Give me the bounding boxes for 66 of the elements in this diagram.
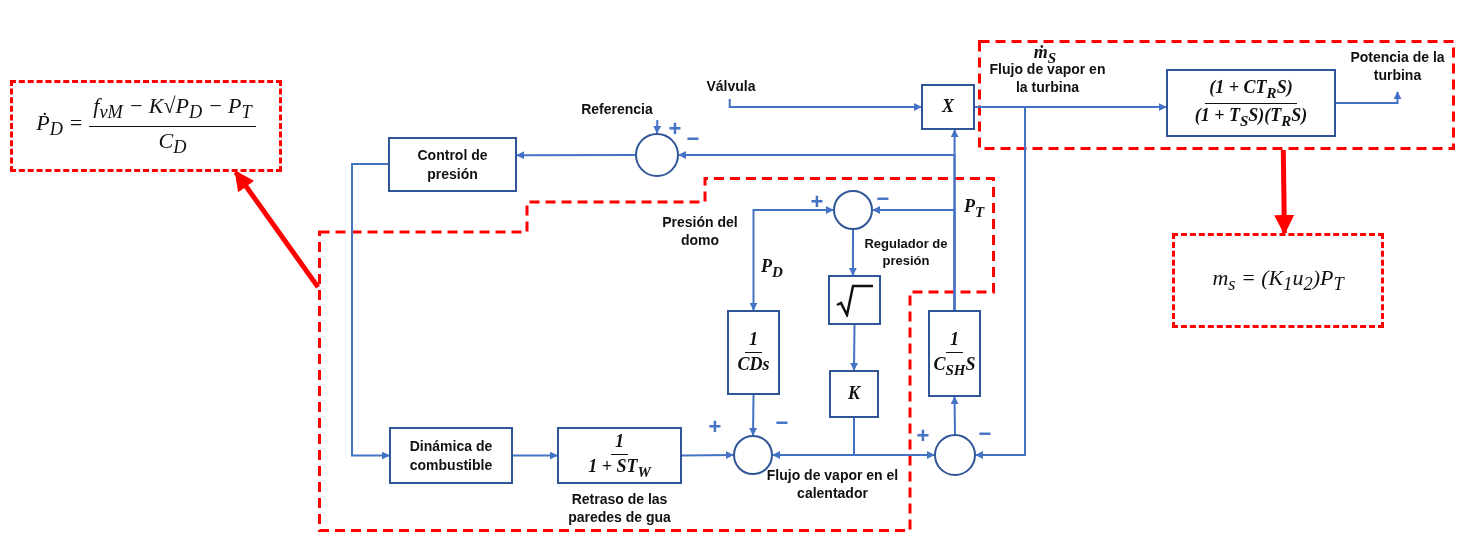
fraction-numerator: 1: [745, 329, 762, 353]
transfer-function-block: [1166, 69, 1336, 137]
block-label: Dinámica de combustible: [408, 437, 494, 474]
equation-box: [1172, 233, 1384, 328]
fraction-denominator: 1 + ST$_{W}$: [587, 454, 653, 481]
sign-label: +: [667, 118, 683, 140]
equation-numerator: f$_{vM}$ − K√P$_{D}$ − P$_{T}$: [89, 93, 256, 127]
sign-label: +: [915, 425, 931, 447]
block-label: K: [847, 383, 862, 405]
sign-label: +: [707, 416, 723, 438]
block-label: X: [940, 96, 956, 118]
arrow: [351, 162, 390, 460]
output-label: Potencia de la turbina: [1345, 48, 1450, 92]
arrow: [950, 396, 959, 435]
block-box: [921, 84, 975, 130]
block-box: [389, 427, 513, 484]
fraction-numerator: (1 + CT$_{R}$S): [1205, 76, 1297, 104]
fraction-denominator: CDs: [736, 353, 771, 376]
transfer-function-block: [557, 427, 682, 484]
arrow: [1335, 91, 1402, 104]
equation-lhs: Ṗ$_{D}$ =: [36, 110, 84, 142]
signal-label: Presión del domo: [661, 213, 739, 250]
sign-label: −: [977, 423, 993, 445]
variable-label: P$_{T}$: [962, 196, 986, 221]
transfer-function-block: [727, 310, 780, 395]
summing-junction: [934, 434, 976, 476]
sign-label: +: [809, 191, 825, 213]
fraction-denominator: (1 + T$_{S}$S)(T$_{R}$S): [1193, 103, 1309, 130]
arrow: [728, 98, 922, 111]
variable-label: P$_{D}$: [760, 256, 784, 281]
input-label: Referencia: [575, 100, 659, 120]
arrow: [653, 119, 662, 134]
arrow: [749, 206, 834, 311]
summing-junction: [635, 133, 679, 177]
signal-label: Flujo de vapor en el calentador: [765, 466, 900, 503]
sign-label: −: [774, 412, 790, 434]
arrow: [872, 206, 956, 311]
block-box: [828, 275, 881, 325]
arrow: [853, 417, 935, 459]
sign-label: −: [685, 128, 701, 150]
arrow: [681, 451, 734, 460]
arrow: [233, 170, 321, 289]
arrow: [749, 394, 758, 436]
fraction-numerator: 1: [611, 430, 628, 455]
signal-label: Regulador de presión: [863, 236, 949, 270]
arrow: [516, 151, 636, 160]
equation-denominator: C$_{D}$: [157, 126, 188, 159]
block-label: Control de presión: [416, 146, 489, 183]
arrow: [512, 451, 558, 460]
transfer-function-block: [928, 310, 981, 397]
equation-box: [10, 80, 282, 172]
dashed-region-outline: [978, 40, 1455, 150]
fraction-numerator: 1: [946, 328, 963, 353]
arrow: [848, 229, 857, 276]
block-box: [829, 370, 879, 418]
arrow: [950, 129, 959, 311]
input-label: Válvula: [698, 77, 764, 99]
block-box: [388, 137, 517, 192]
arrow: [850, 324, 859, 371]
arrow: [1274, 149, 1295, 235]
block-caption: Retraso de las paredes de gua: [567, 490, 672, 527]
equation-text: m$_{s}$ = (K$_{1}$u$_{2}$)P$_{T}$: [1212, 264, 1344, 297]
summing-junction: [833, 190, 873, 230]
arrow: [974, 106, 1026, 459]
fraction-denominator: C$_{SH}$S: [932, 352, 977, 379]
sign-label: −: [875, 188, 891, 210]
